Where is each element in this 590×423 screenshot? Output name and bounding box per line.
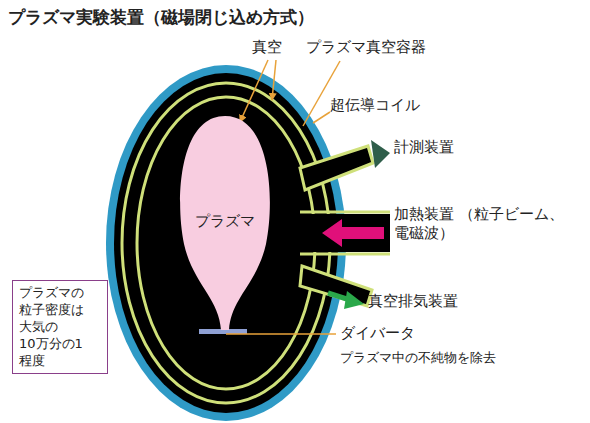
heating-port-bore	[300, 214, 390, 252]
exhaust-arrow-head	[344, 291, 364, 309]
coil-label: 超伝導コイル	[330, 96, 420, 115]
divertor-note: プラズマ中の不純物を除去	[340, 350, 496, 366]
heating-beam-arrow	[322, 219, 384, 247]
measurement-label: 計測装置	[394, 138, 454, 157]
heating-port	[300, 212, 390, 254]
heating-label: 加熱装置 （粒子ビーム、電磁波）	[394, 205, 574, 243]
divertor-label: ダイバータ	[340, 324, 415, 343]
vessel-outer-wall	[122, 83, 330, 403]
diagram-title: プラズマ実験装置（磁場閉じ込め方式）	[8, 7, 314, 28]
vacuum-label: 真空	[252, 38, 282, 57]
exhaust-port	[300, 266, 372, 306]
vessel-inner-wall	[137, 97, 315, 389]
note-box: プラズマの 粒子密度は 大気の 10万分の1 程度	[12, 280, 108, 374]
leader-line	[240, 60, 268, 122]
plasma-label: プラズマ	[195, 212, 255, 231]
plasma-shape: プラズマ	[173, 112, 277, 332]
leader-line	[226, 333, 336, 335]
measurement-port	[300, 146, 373, 190]
note-text: プラズマの 粒子密度は 大気の 10万分の1 程度	[19, 285, 101, 369]
leader-line	[313, 112, 330, 123]
measurement-device-mark	[371, 140, 390, 168]
plasma-fill	[180, 116, 270, 330]
exhaust-label: 真空排気装置	[368, 292, 458, 311]
vessel-label: プラズマ真空容器	[306, 38, 426, 57]
leader-line	[303, 61, 340, 126]
leader-line	[272, 60, 276, 100]
